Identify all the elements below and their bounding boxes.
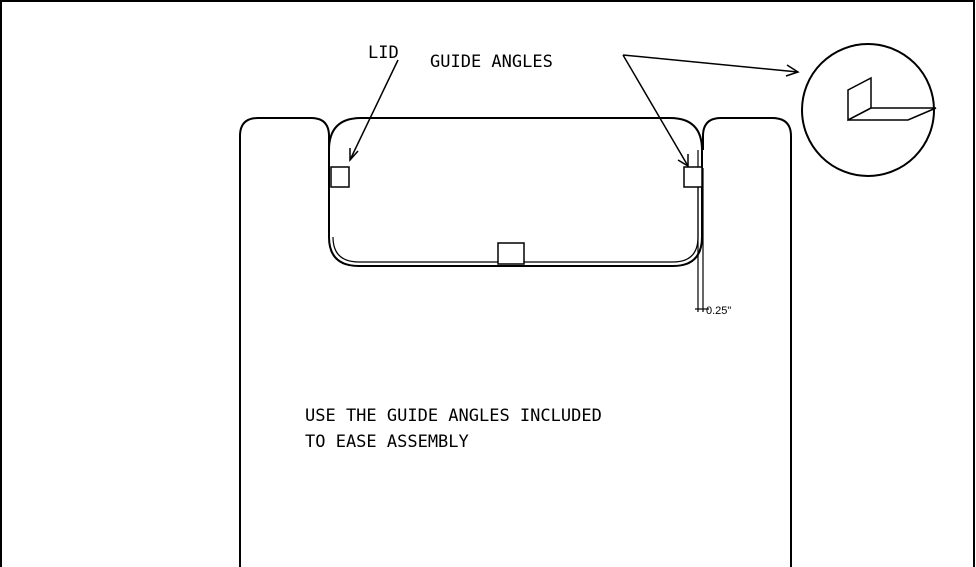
lid-outline [328, 117, 703, 267]
assembly-note-line-2: TO EASE ASSEMBLY [305, 432, 469, 452]
guide-arrowhead-lid [677, 154, 689, 168]
guide-angle-left [330, 166, 350, 188]
assembly-note-line-1: USE THE GUIDE ANGLES INCLUDED [305, 406, 602, 426]
guide-leader-line-lid [622, 54, 689, 167]
dimension-label: 0.25" [706, 305, 731, 317]
guide-angle-right [683, 166, 703, 188]
guide-leader-line-detail [622, 54, 799, 73]
lid-handle [497, 242, 525, 265]
lid-arrowhead [349, 148, 359, 162]
guide-angle-detail [801, 43, 937, 177]
guide-angles-label: GUIDE ANGLES [430, 52, 553, 72]
left-side-panel [239, 117, 330, 567]
right-side-panel [702, 117, 792, 567]
lid-inner-outline [332, 150, 699, 263]
guide-arrowhead-detail [785, 64, 800, 77]
lid-label: LID [368, 43, 399, 63]
lid-leader-line [349, 59, 399, 161]
